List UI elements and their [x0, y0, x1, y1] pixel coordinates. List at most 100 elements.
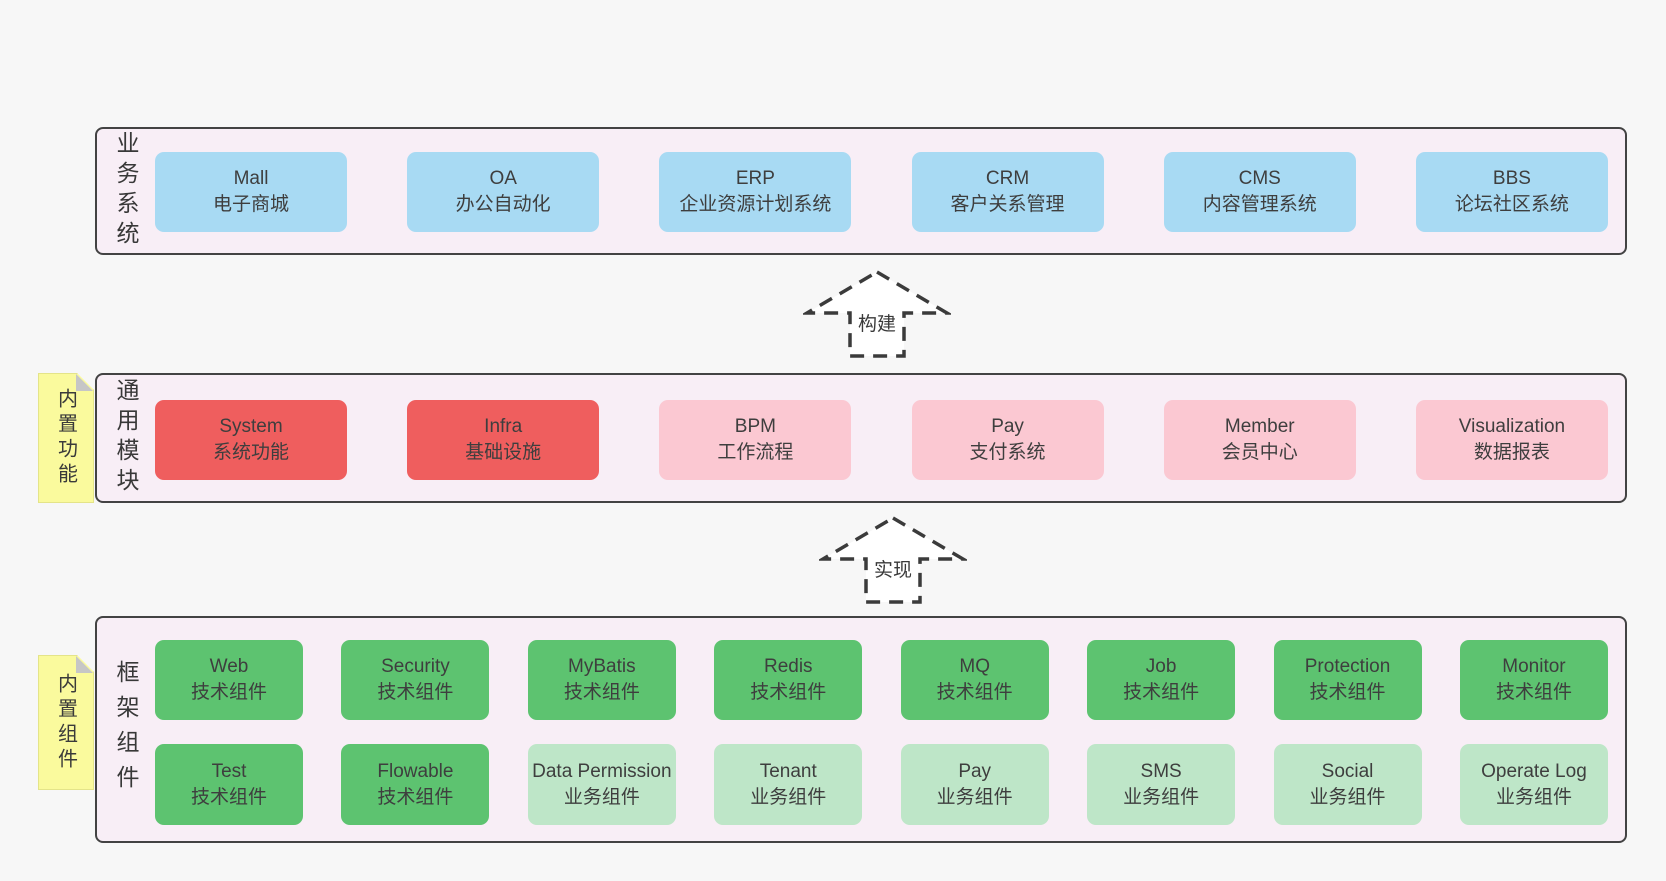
box-subtitle: 技术组件	[936, 682, 1013, 703]
box-subtitle: 技术组件	[190, 786, 267, 808]
box-subtitle: 业务组件	[1495, 786, 1572, 808]
box-web: Web 技术组件	[155, 640, 303, 720]
box-subtitle: 业务组件	[936, 786, 1013, 808]
box-protection: Protection 技术组件	[1273, 640, 1422, 720]
box-title: OA	[489, 168, 517, 189]
box-subtitle: 办公自动化	[455, 194, 551, 215]
box-title: Social	[1321, 760, 1374, 782]
box-infra: Infra 基础设施	[407, 400, 600, 480]
box-subtitle: 技术组件	[1123, 682, 1200, 703]
box-system: System 系统功能	[155, 400, 347, 480]
box-title: Mall	[233, 168, 269, 189]
box-title: Pay	[991, 416, 1024, 437]
box-member: Member 会员中心	[1163, 400, 1356, 480]
box-sms: SMS 业务组件	[1087, 744, 1236, 825]
box-title: Member	[1224, 416, 1295, 437]
box-title: BPM	[734, 416, 776, 437]
box-subtitle: 业务组件	[1123, 786, 1200, 808]
box-data-permission: Data Permission 业务组件	[527, 744, 676, 825]
note-builtin-functions: 内置功能	[38, 373, 94, 503]
note-text: 内置组件	[54, 672, 77, 773]
box-subtitle: 企业资源计划系统	[679, 194, 832, 215]
box-subtitle: 基础设施	[465, 442, 542, 463]
box-subtitle: 技术组件	[563, 682, 640, 703]
box-subtitle: 数据报表	[1473, 442, 1550, 463]
box-erp: ERP 企业资源计划系统	[659, 152, 852, 232]
box-crm: CRM 客户关系管理	[911, 152, 1104, 232]
box-title: Test	[211, 760, 247, 782]
box-visualization: Visualization 数据报表	[1415, 400, 1608, 480]
box-mall: Mall 电子商城	[155, 152, 347, 232]
box-title: Monitor	[1502, 656, 1566, 677]
box-oa: OA 办公自动化	[407, 152, 600, 232]
box-flowable: Flowable 技术组件	[341, 744, 490, 825]
box-subtitle: 业务组件	[750, 786, 827, 808]
box-cms: CMS 内容管理系统	[1163, 152, 1356, 232]
box-title: Protection	[1304, 656, 1391, 677]
box-title: Job	[1145, 656, 1177, 677]
box-title: Web	[209, 656, 249, 677]
box-subtitle: 技术组件	[1309, 682, 1386, 703]
box-title: Flowable	[377, 760, 454, 782]
box-title: CMS	[1238, 168, 1281, 189]
layer-business-systems: 业务系统 Mall 电子商城 OA 办公自动化 ERP 企业资源计划系统 CRM…	[95, 127, 1627, 255]
box-subtitle: 工作流程	[717, 442, 794, 463]
box-job: Job 技术组件	[1087, 640, 1236, 720]
box-subtitle: 业务组件	[1309, 786, 1386, 808]
folded-corner-icon	[76, 656, 93, 673]
box-redis: Redis 技术组件	[714, 640, 863, 720]
box-title: Tenant	[759, 760, 817, 782]
box-subtitle: 内容管理系统	[1202, 194, 1317, 215]
box-title: System	[219, 416, 283, 437]
layer-framework-components: 框架组件 Web 技术组件 Security 技术组件 MyBatis 技术组件…	[95, 616, 1627, 843]
box-subtitle: 支付系统	[969, 442, 1046, 463]
box-subtitle: 会员中心	[1221, 442, 1298, 463]
box-bbs: BBS 论坛社区系统	[1415, 152, 1608, 232]
box-title: Pay	[958, 760, 992, 782]
layer-label-modules: 通用模块	[113, 378, 139, 498]
note-builtin-components: 内置组件	[38, 655, 94, 790]
note-text: 内置功能	[54, 388, 77, 488]
box-title: Redis	[763, 656, 813, 677]
build-arrow-label: 构建	[854, 309, 900, 336]
implement-arrow-label: 实现	[870, 555, 916, 582]
box-subtitle: 客户关系管理	[950, 194, 1065, 215]
layer-label-business: 业务系统	[113, 131, 139, 251]
layer-common-modules: 通用模块 System 系统功能 Infra 基础设施 BPM 工作流程 Pay…	[95, 373, 1627, 503]
box-title: Operate Log	[1481, 760, 1587, 782]
box-subtitle: 电子商城	[212, 194, 289, 215]
box-test: Test 技术组件	[155, 744, 303, 825]
box-security: Security 技术组件	[341, 640, 490, 720]
business-boxes-row: Mall 电子商城 OA 办公自动化 ERP 企业资源计划系统 CRM 客户关系…	[155, 152, 1608, 232]
modules-boxes-row: System 系统功能 Infra 基础设施 BPM 工作流程 Pay 支付系统…	[155, 400, 1608, 480]
box-subtitle: 系统功能	[212, 442, 289, 463]
box-title: Data Permission	[532, 760, 672, 782]
box-title: CRM	[985, 168, 1030, 189]
box-bpm: BPM 工作流程	[659, 400, 852, 480]
layer-label-components: 框架组件	[113, 659, 139, 800]
components-row-2: Test 技术组件 Flowable 技术组件 Data Permission …	[155, 744, 1608, 825]
box-operate-log: Operate Log 业务组件	[1459, 744, 1608, 825]
box-monitor: Monitor 技术组件	[1459, 640, 1608, 720]
box-tenant: Tenant 业务组件	[714, 744, 863, 825]
box-subtitle: 业务组件	[563, 786, 640, 808]
box-mybatis: MyBatis 技术组件	[527, 640, 676, 720]
box-subtitle: 论坛社区系统	[1454, 194, 1569, 215]
box-title: SMS	[1140, 760, 1182, 782]
box-mq: MQ 技术组件	[900, 640, 1049, 720]
box-title: MyBatis	[568, 656, 636, 677]
box-pay-component: Pay 业务组件	[900, 744, 1049, 825]
box-title: BBS	[1492, 168, 1531, 189]
box-title: MQ	[959, 656, 990, 677]
box-subtitle: 技术组件	[377, 786, 454, 808]
box-subtitle: 技术组件	[190, 682, 267, 703]
box-subtitle: 技术组件	[1495, 682, 1572, 703]
box-social: Social 业务组件	[1273, 744, 1422, 825]
box-title: ERP	[735, 168, 775, 189]
box-title: Infra	[484, 416, 523, 437]
box-pay-module: Pay 支付系统	[911, 400, 1104, 480]
box-subtitle: 技术组件	[377, 682, 454, 703]
box-title: Security	[381, 656, 450, 677]
box-subtitle: 技术组件	[750, 682, 827, 703]
box-title: Visualization	[1458, 416, 1566, 437]
